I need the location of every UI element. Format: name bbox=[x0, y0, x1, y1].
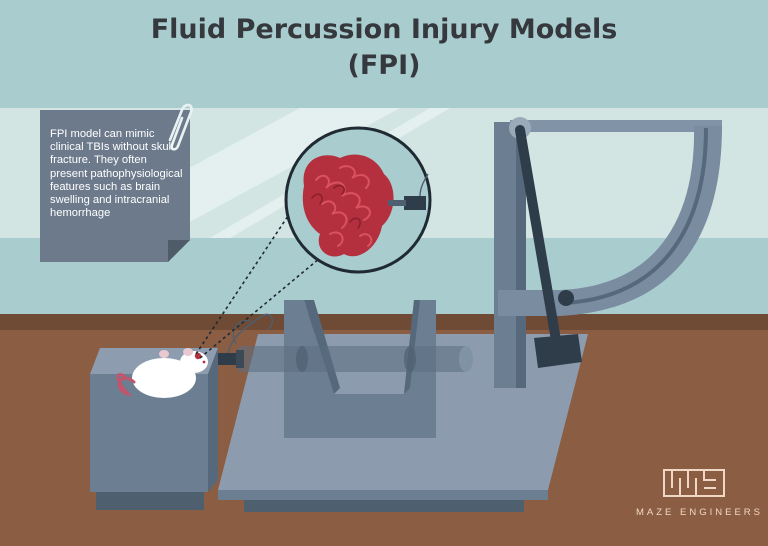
base-platform-front bbox=[218, 490, 548, 500]
cable-loop bbox=[232, 320, 253, 345]
rat-tail bbox=[116, 373, 136, 397]
pendulum-top-arm bbox=[510, 120, 722, 132]
pendulum-foot bbox=[466, 388, 552, 424]
baseboard bbox=[0, 314, 768, 330]
transducer bbox=[218, 353, 238, 365]
magnified-connector bbox=[388, 200, 406, 206]
base-platform-shadow bbox=[244, 500, 524, 512]
brain-folds bbox=[315, 165, 373, 247]
zoom-line-bottom bbox=[199, 257, 321, 359]
note-card bbox=[40, 110, 190, 262]
pendulum-post-shade bbox=[516, 122, 526, 406]
rat-box-base bbox=[96, 492, 204, 510]
rat-box-side bbox=[208, 348, 218, 492]
maze-engineers-logo-icon bbox=[663, 469, 725, 497]
magnified-transducer bbox=[404, 196, 426, 210]
paperclip-icon bbox=[168, 103, 193, 151]
transducer-tip bbox=[236, 350, 244, 368]
header-band bbox=[0, 0, 768, 108]
rat-body bbox=[132, 358, 196, 398]
info-note: FPI model can mimic clinical TBIs withou… bbox=[40, 110, 190, 262]
title-line-2: (FPI) bbox=[347, 50, 421, 81]
logo-text: MAZE ENGINEERS bbox=[636, 507, 763, 518]
rat-eye bbox=[202, 360, 206, 364]
brain bbox=[302, 154, 394, 257]
page-title: Fluid Percussion Injury Models (FPI) bbox=[0, 12, 768, 84]
info-note-text: FPI model can mimic clinical TBIs withou… bbox=[50, 128, 183, 220]
rat-ear-back bbox=[159, 350, 169, 358]
v-holder bbox=[284, 300, 436, 438]
fluid-cylinder bbox=[238, 346, 466, 372]
cylinder-end bbox=[459, 346, 473, 372]
pendulum-hammer bbox=[534, 334, 582, 368]
cylinder-ring-left bbox=[296, 346, 308, 372]
title-line-1: Fluid Percussion Injury Models bbox=[150, 14, 618, 45]
rat-ear bbox=[183, 348, 193, 356]
pendulum-arm bbox=[515, 125, 561, 345]
note-card-fold bbox=[168, 240, 190, 262]
brain-folds-dark bbox=[311, 184, 361, 229]
pendulum-arc bbox=[498, 126, 722, 316]
pendulum-joint bbox=[558, 290, 574, 306]
pendulum-arc-track bbox=[565, 127, 708, 305]
cylinder-ring-right bbox=[404, 346, 416, 372]
rat-injury-site bbox=[194, 352, 202, 360]
magnified-cable bbox=[419, 173, 429, 197]
zoom-line-top bbox=[195, 209, 293, 355]
